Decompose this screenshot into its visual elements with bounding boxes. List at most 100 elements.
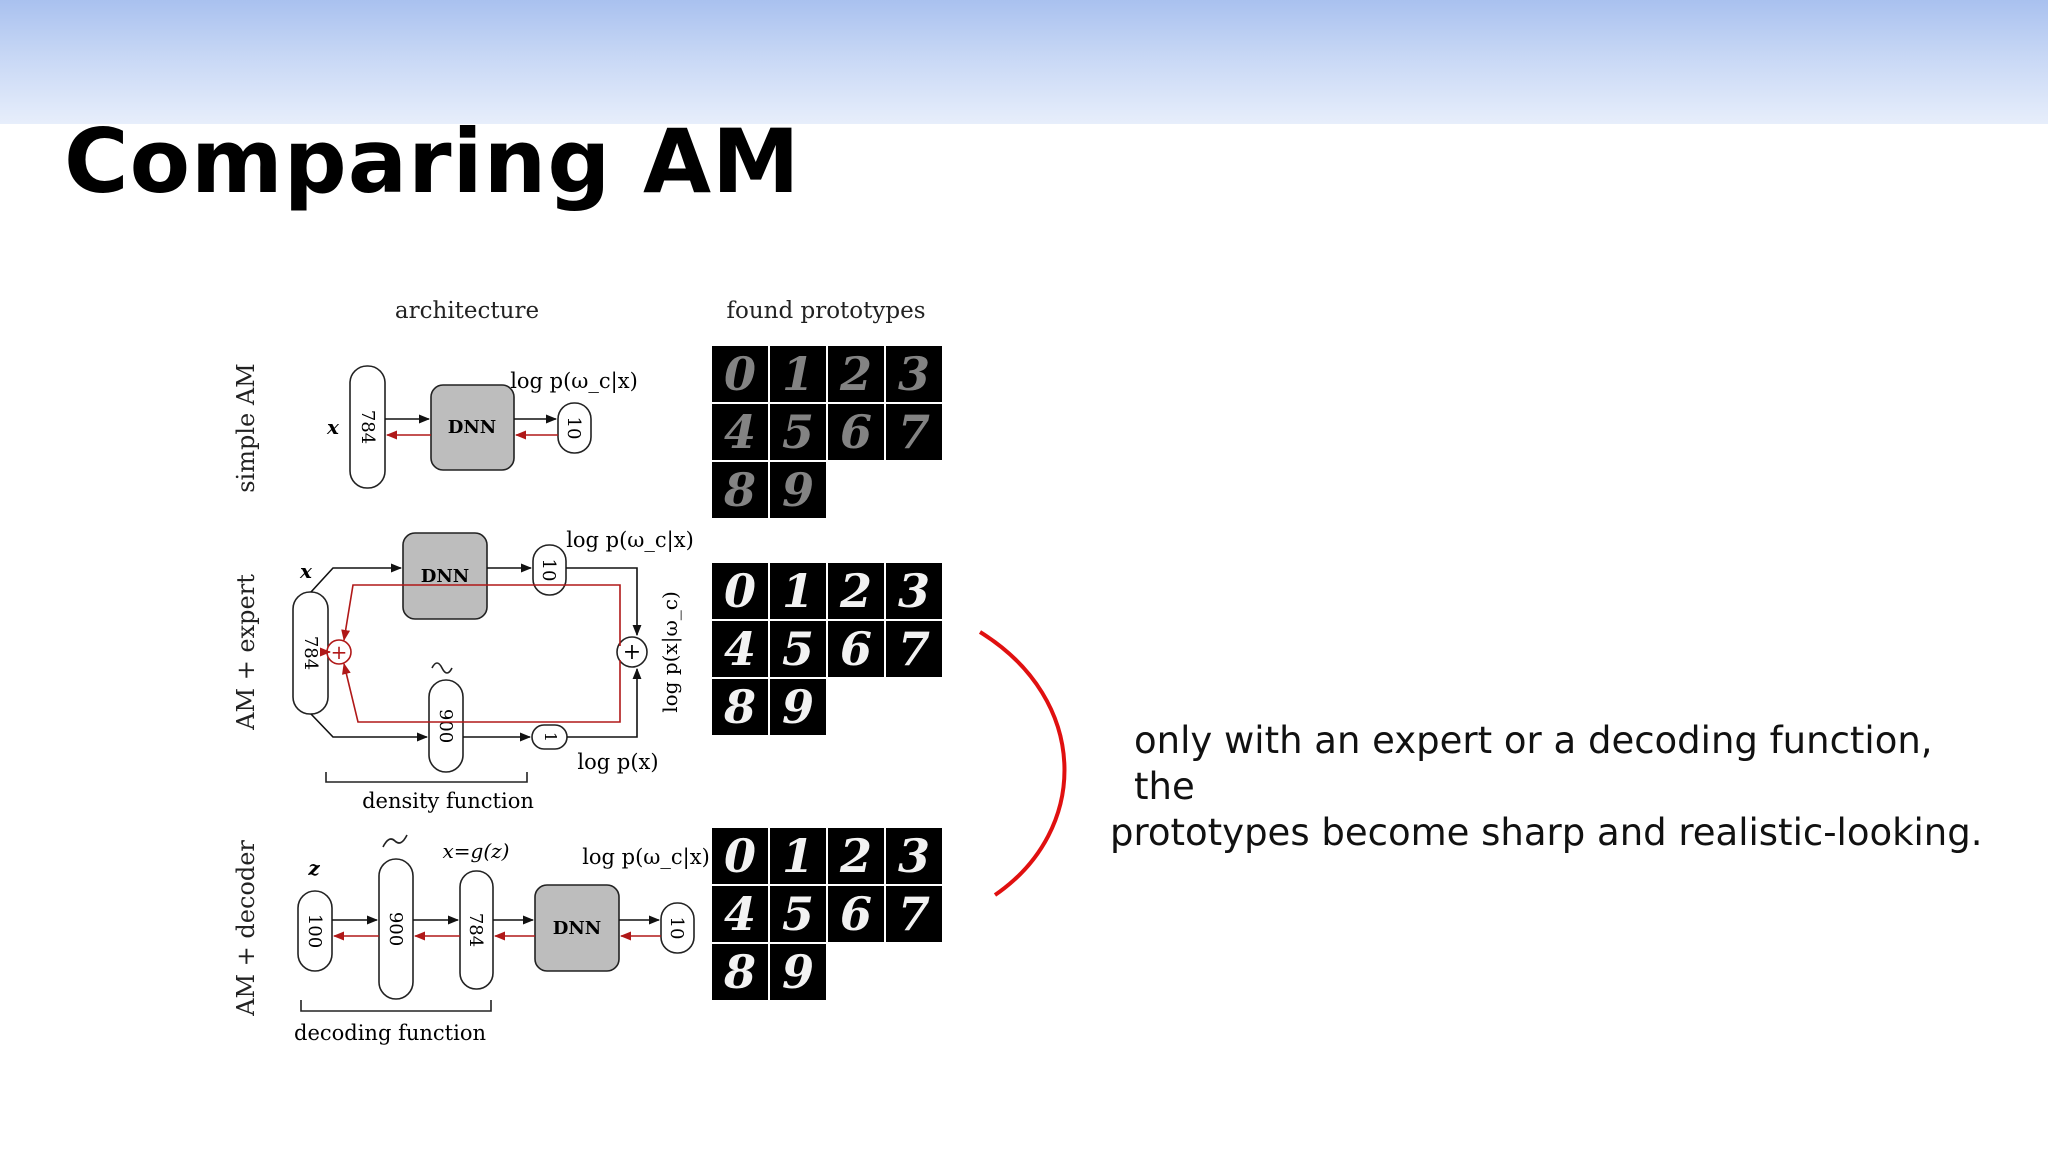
- prototype-digit-4: 4: [724, 405, 756, 459]
- prototype-cell: [828, 404, 884, 460]
- prototype-cell: [886, 828, 942, 884]
- prototype-cell: [770, 886, 826, 942]
- prototype-cell: [770, 621, 826, 677]
- xg-label: x=g(z): [443, 839, 510, 863]
- prototype-digit-4: 4: [724, 887, 756, 941]
- prototype-digit-7: 7: [898, 405, 930, 459]
- prototype-cell: [828, 828, 884, 884]
- red-brace: [978, 630, 1067, 897]
- svg-text:100: 100: [304, 914, 325, 948]
- prototype-cell: [886, 563, 942, 619]
- prototype-digit-4: 4: [724, 622, 756, 676]
- prototype-digit-6: 6: [840, 887, 872, 941]
- row-label-simple-am: simple AM: [232, 363, 260, 493]
- decoder-hidden-900: [378, 858, 414, 1000]
- var-z: z: [307, 856, 320, 880]
- prototype-cell: [770, 679, 826, 735]
- prototype-cell: [712, 886, 768, 942]
- row-label-am-decoder: AM + decoder: [232, 840, 260, 1017]
- input-layer-784: [349, 365, 386, 489]
- dnn-box: [430, 384, 515, 471]
- sum-node-right: [616, 636, 648, 668]
- prototype-digit-2: 2: [839, 347, 872, 401]
- input-layer-784: [459, 870, 494, 990]
- dnn-box: [534, 884, 620, 972]
- dnn-box: [402, 532, 488, 620]
- row-simple-am: simple AM x 784 DNN 10 log p(ω_c|x): [232, 363, 638, 493]
- prototype-digit-8: 8: [723, 680, 756, 734]
- output-label: log p(ω_c|x): [566, 528, 694, 553]
- svg-text:10: 10: [666, 917, 687, 940]
- prototype-cell: [886, 621, 942, 677]
- prototype-digit-8: 8: [723, 463, 756, 517]
- brace-label-density: density function: [362, 789, 534, 813]
- prototype-cell: [828, 563, 884, 619]
- prototype-digit-1: 1: [782, 829, 814, 883]
- prototype-digit-5: 5: [782, 887, 814, 941]
- prototype-cell: [886, 346, 942, 402]
- output-label: log p(ω_c|x): [510, 369, 638, 394]
- prototype-cell: [712, 563, 768, 619]
- prototype-cell: [886, 886, 942, 942]
- density-out-label: log p(x): [577, 750, 658, 774]
- prototype-digit-1: 1: [782, 564, 814, 618]
- prototype-cell: [828, 886, 884, 942]
- prototype-digit-3: 3: [898, 829, 930, 883]
- output-layer-10: [532, 544, 567, 596]
- prototype-cell: [770, 563, 826, 619]
- caption-line-2: prototypes become sharp and realistic-lo…: [1110, 811, 1983, 854]
- prototype-cell: [712, 679, 768, 735]
- svg-text:+: +: [623, 640, 641, 665]
- var-x: x: [326, 415, 340, 439]
- svg-text:+: +: [331, 640, 348, 664]
- svg-text:10: 10: [538, 559, 559, 582]
- svg-text:DNN: DNN: [448, 417, 497, 438]
- prototype-digit-2: 2: [839, 564, 872, 618]
- prototype-digit-5: 5: [782, 405, 814, 459]
- caption-text: only with an expert or a decoding functi…: [1110, 718, 1990, 856]
- prototype-cell: [712, 828, 768, 884]
- prototype-cell: [828, 621, 884, 677]
- row-am-decoder: AM + decoder z 100 900 784 x=g(z) DNN 10…: [232, 834, 710, 1045]
- prototype-cell: [712, 944, 768, 1000]
- prototype-cell: [770, 462, 826, 518]
- prototype-digit-9: 9: [782, 945, 814, 999]
- prototype-cell: [770, 828, 826, 884]
- prototype-digit-0: 0: [724, 347, 756, 401]
- output-layer-10: [557, 402, 592, 454]
- row-am-expert: AM + expert x 784 DNN 10 log p(ω_c|x) 90…: [232, 528, 694, 813]
- prototype-cell: [770, 346, 826, 402]
- code-layer-100: [297, 890, 333, 972]
- prototype-cell: [712, 404, 768, 460]
- prototype-cell: [770, 944, 826, 1000]
- prototype-digit-2: 2: [839, 829, 872, 883]
- svg-text:1: 1: [541, 732, 560, 742]
- output-layer-10: [660, 902, 695, 954]
- svg-text:784: 784: [465, 913, 486, 947]
- svg-text:784: 784: [357, 410, 378, 444]
- prototype-digit-0: 0: [724, 564, 756, 618]
- prototype-cell: [712, 346, 768, 402]
- prototype-cell: [712, 621, 768, 677]
- prototype-cell: [886, 404, 942, 460]
- density-hidden-900: [428, 679, 464, 773]
- prototype-digit-7: 7: [898, 887, 930, 941]
- output-label: log p(ω_c|x): [582, 845, 710, 870]
- svg-text:900: 900: [385, 912, 406, 946]
- sum-label: log p(x|ω_c): [658, 591, 683, 713]
- svg-text:784: 784: [300, 636, 321, 670]
- prototype-digit-3: 3: [898, 347, 930, 401]
- prototype-digit-0: 0: [724, 829, 756, 883]
- prototype-digit-5: 5: [782, 622, 814, 676]
- var-x: x: [299, 559, 313, 583]
- svg-text:10: 10: [563, 417, 584, 440]
- prototype-digit-3: 3: [898, 564, 930, 618]
- svg-text:DNN: DNN: [421, 566, 470, 587]
- prototype-digit-8: 8: [723, 945, 756, 999]
- prototype-cell: [828, 346, 884, 402]
- prototype-digit-6: 6: [840, 405, 872, 459]
- prototype-digit-9: 9: [782, 680, 814, 734]
- prototype-digit-9: 9: [782, 463, 814, 517]
